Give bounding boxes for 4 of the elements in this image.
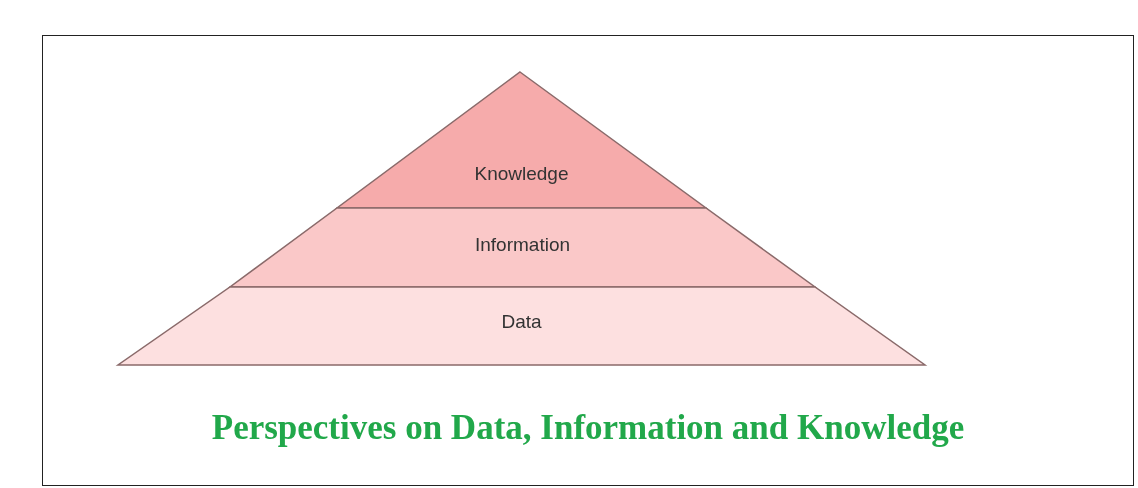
tier-label: Knowledge [474,163,569,185]
tier-label: Information [474,234,570,256]
tier-label: Data [501,311,542,333]
caption: Perspectives on Data, Information and Knowledge [211,408,965,447]
